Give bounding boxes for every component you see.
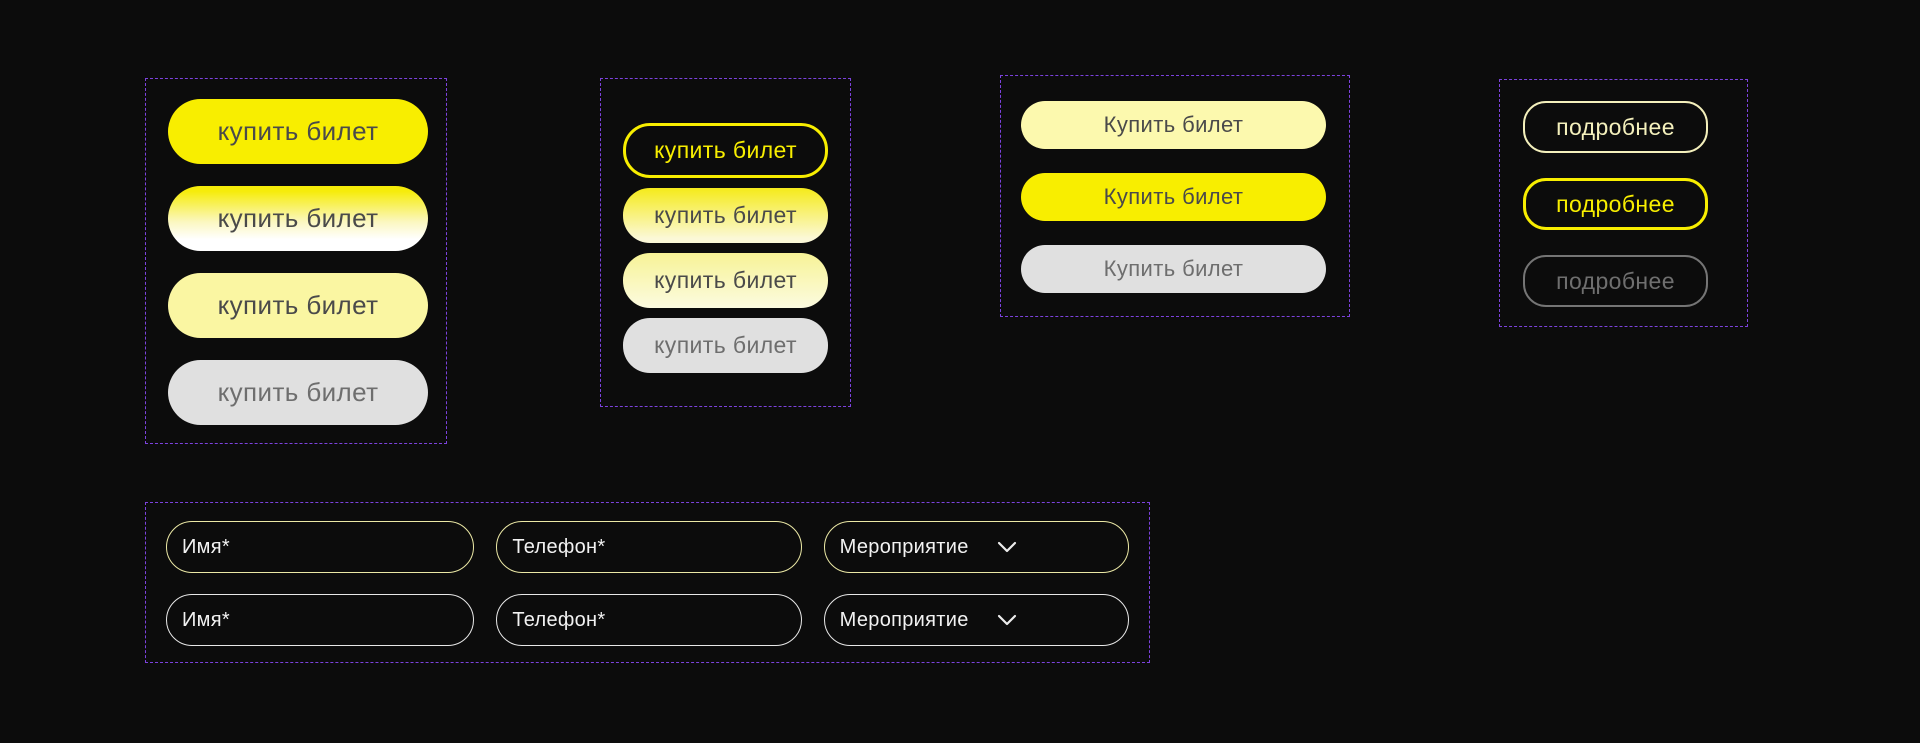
frame-buy-ticket-small: купить билет купить билет купить билет к… bbox=[600, 78, 851, 407]
chevron-down-icon bbox=[997, 541, 1017, 553]
buy-ticket-button-disabled[interactable]: купить билет bbox=[168, 360, 428, 425]
phone-input[interactable] bbox=[496, 521, 802, 573]
frame-buy-ticket-large: купить билет купить билет купить билет к… bbox=[145, 78, 447, 444]
buy-ticket-wide-default-button[interactable]: Купить билет bbox=[1021, 173, 1326, 221]
name-input-2[interactable] bbox=[166, 594, 475, 646]
phone-input-2[interactable] bbox=[496, 594, 802, 646]
buy-ticket-outline-button[interactable]: купить билет bbox=[623, 123, 828, 178]
buy-ticket-button-pressed[interactable]: купить билет bbox=[168, 273, 428, 338]
buy-ticket-button-default[interactable]: купить билет bbox=[168, 99, 428, 164]
buy-ticket-disabled-button[interactable]: купить билет bbox=[623, 318, 828, 373]
buy-ticket-wide-disabled-button[interactable]: Купить билет bbox=[1021, 245, 1326, 293]
frame-ticket-form: Мероприятие Мероприятие bbox=[145, 502, 1150, 663]
buy-ticket-gradient-button[interactable]: купить билет bbox=[623, 188, 828, 243]
buy-ticket-pale-gradient-button[interactable]: купить билет bbox=[623, 253, 828, 308]
frame-details-buttons: подробнее подробнее подробнее bbox=[1499, 79, 1748, 327]
frame-buy-ticket-wide: Купить билет Купить билет Купить билет bbox=[1000, 75, 1350, 317]
details-button-disabled[interactable]: подробнее bbox=[1523, 255, 1708, 307]
buy-ticket-wide-pale-button[interactable]: Купить билет bbox=[1021, 101, 1326, 149]
form-row-active: Мероприятие bbox=[166, 521, 1130, 573]
details-button-cream[interactable]: подробнее bbox=[1523, 101, 1708, 153]
event-select-label: Мероприятие bbox=[839, 608, 969, 631]
buy-ticket-button-hover[interactable]: купить билет bbox=[168, 186, 428, 251]
form-row-default: Мероприятие bbox=[166, 594, 1130, 646]
event-select-label: Мероприятие bbox=[839, 535, 969, 558]
event-select[interactable]: Мероприятие bbox=[823, 521, 1130, 573]
event-select-2[interactable]: Мероприятие bbox=[823, 594, 1130, 646]
name-input[interactable] bbox=[166, 521, 475, 573]
details-button-yellow[interactable]: подробнее bbox=[1523, 178, 1708, 230]
chevron-down-icon bbox=[997, 614, 1017, 626]
